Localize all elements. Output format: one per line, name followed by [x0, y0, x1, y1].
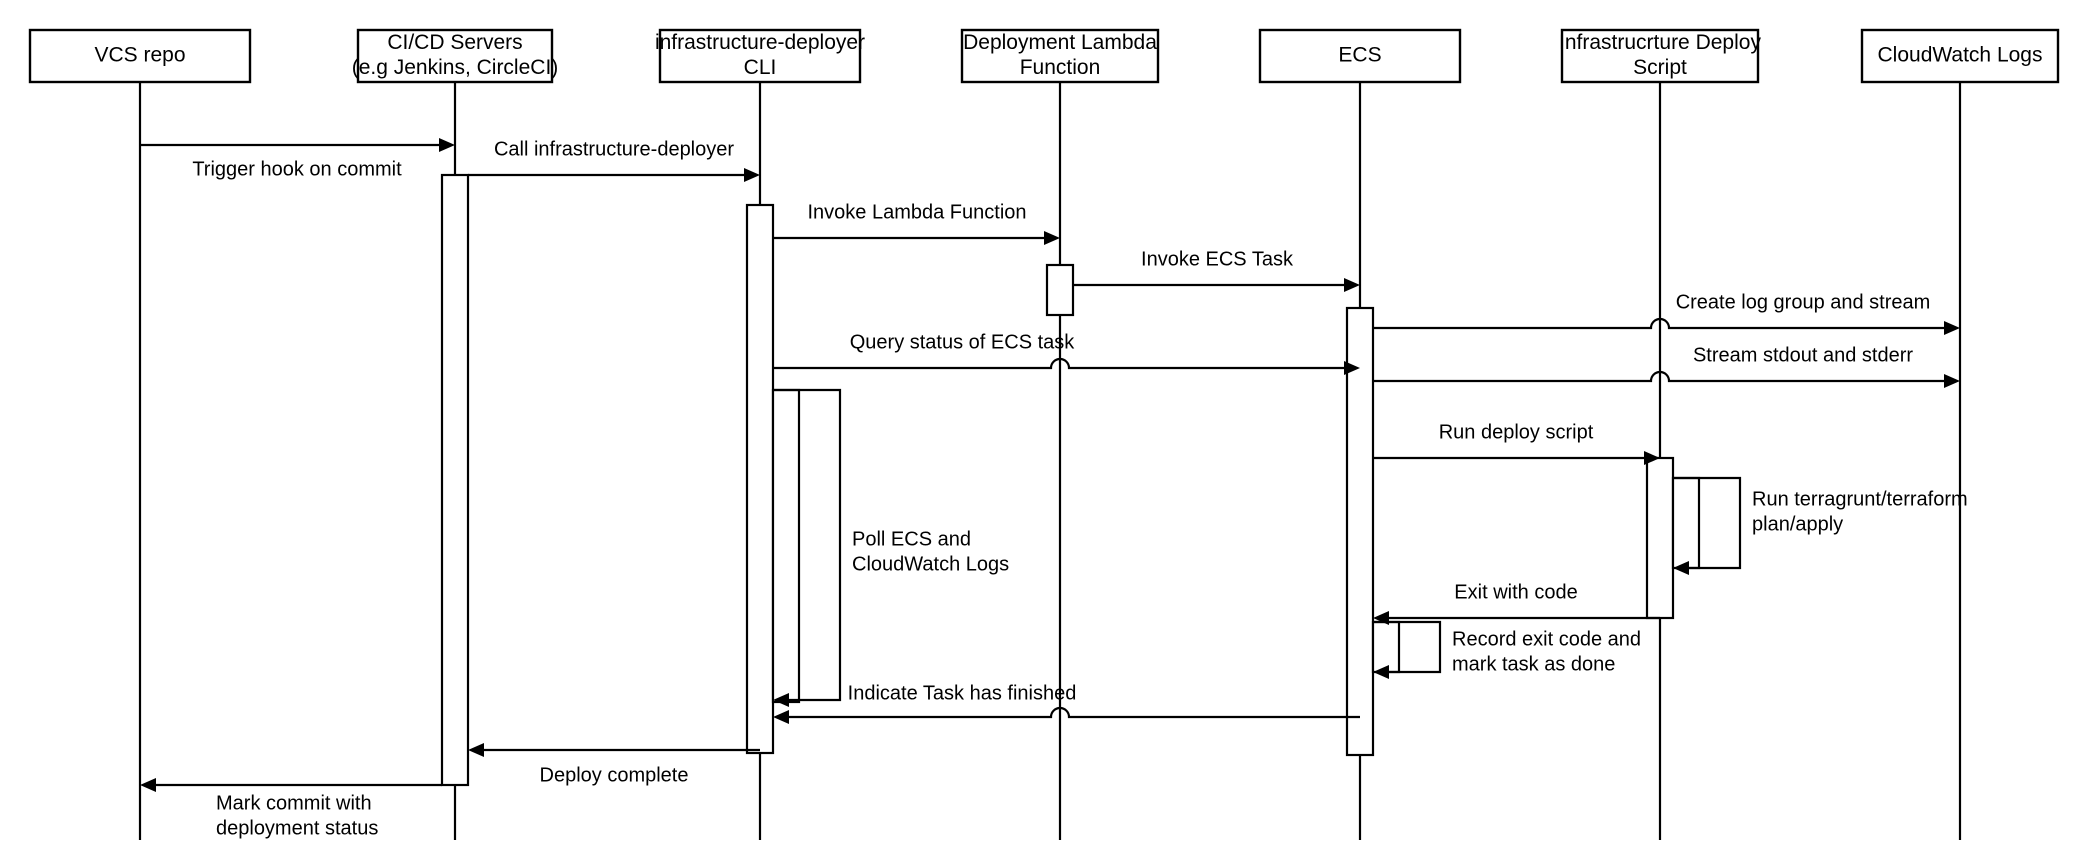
- message-label-m1: Trigger hook on commit: [192, 158, 402, 180]
- message-label-m11: Deploy complete: [540, 764, 689, 786]
- message-arrowhead-m3: [1044, 231, 1060, 245]
- lifelines-layer: [138, 82, 1962, 840]
- participant-label-deploy: Script: [1633, 56, 1687, 79]
- participant-label-cli: infrastructure-deployer: [655, 31, 865, 54]
- participant-label-cicd: CI/CD Servers: [387, 31, 522, 54]
- message-label-m10: Indicate Task has finished: [848, 682, 1077, 704]
- message-label-m5: Create log group and stream: [1676, 291, 1931, 313]
- self-message-line-s1: [773, 388, 842, 702]
- self-message-arrowhead-s3: [1373, 665, 1389, 679]
- activation-bar-act-ecs: [1345, 306, 1375, 757]
- message-label-m3: Invoke Lambda Function: [807, 201, 1026, 223]
- activations-layer: [440, 173, 1701, 787]
- message-label-m12: Mark commit with: [216, 792, 372, 814]
- message-label-m9: Exit with code: [1454, 581, 1577, 603]
- participant-label-logs: CloudWatch Logs: [1878, 44, 2043, 67]
- message-arrowhead-m4: [1344, 278, 1360, 292]
- self-message-label-s2: plan/apply: [1752, 513, 1843, 535]
- self-message-line-s2: [1673, 476, 1742, 570]
- message-line-m10: [787, 706, 1360, 719]
- message-arrowhead-m2: [744, 168, 760, 182]
- message-arrowhead-m10: [773, 710, 789, 724]
- self-message-line-s3: [1373, 620, 1442, 674]
- self-message-label-s2: Run terragrunt/terraform: [1752, 488, 1968, 510]
- message-arrowhead-m8: [1644, 451, 1660, 465]
- self-message-label-s1: Poll ECS and: [852, 528, 971, 550]
- participant-box-lambda[interactable]: [960, 28, 1160, 84]
- self-message-label-s3: mark task as done: [1452, 653, 1615, 675]
- self-message-arrowhead-s2: [1673, 561, 1689, 575]
- activation-bar-act-deploy-run: [1671, 476, 1701, 570]
- participant-box-deploy[interactable]: [1560, 28, 1760, 84]
- message-label-m4: Invoke ECS Task: [1141, 248, 1294, 270]
- message-arrowhead-m12: [140, 778, 156, 792]
- participant-box-cli[interactable]: [658, 28, 862, 84]
- message-arrowhead-m1: [439, 138, 455, 152]
- message-arrowhead-m5: [1944, 321, 1960, 335]
- message-label-m12: deployment status: [216, 817, 378, 839]
- participant-label-vcs: VCS repo: [94, 44, 185, 67]
- activation-bar-act-cli: [745, 203, 775, 755]
- participant-box-ecs[interactable]: [1258, 28, 1462, 84]
- participant-label-lambda: Function: [1020, 56, 1101, 79]
- participant-label-lambda: Deployment Lambda: [963, 31, 1157, 54]
- activation-bar-act-deploy: [1645, 456, 1675, 620]
- message-label-m8: Run deploy script: [1439, 421, 1594, 443]
- participant-label-deploy: Infrastrucrture Deploy: [1559, 31, 1761, 54]
- participant-box-vcs[interactable]: [28, 28, 252, 84]
- participant-label-cli: CLI: [744, 56, 777, 79]
- activation-bar-act-ecs-record: [1371, 620, 1401, 674]
- message-label-m2: Call infrastructure-deployer: [494, 138, 734, 160]
- message-line-m5: [1373, 317, 1946, 330]
- message-line-m6: [773, 357, 1346, 370]
- self-message-arrowhead-s1: [773, 693, 789, 707]
- activation-bar-act-cicd: [440, 173, 470, 787]
- participant-label-cicd: (e.g Jenkins, CircleCI): [352, 56, 559, 79]
- message-arrowhead-m7: [1944, 374, 1960, 388]
- participants-layer: VCS repo CI/CD Servers(e.g Jenkins, Circl…: [28, 28, 2060, 84]
- participant-box-logs[interactable]: [1860, 28, 2060, 84]
- activation-bar-act-cli-poll: [771, 388, 801, 704]
- message-label-m7: Stream stdout and stderr: [1693, 344, 1913, 366]
- message-line-m7: [1373, 370, 1946, 383]
- messages-layer: Trigger hook on commit Call infrastructur…: [140, 138, 1960, 839]
- message-label-m6: Query status of ECS task: [850, 331, 1076, 353]
- self-message-label-s3: Record exit code and: [1452, 628, 1641, 650]
- message-arrowhead-m11: [468, 743, 484, 757]
- participant-label-ecs: ECS: [1338, 44, 1381, 67]
- self-message-label-s1: CloudWatch Logs: [852, 553, 1009, 575]
- participant-box-cicd[interactable]: [356, 28, 554, 84]
- message-arrowhead-m6: [1344, 361, 1360, 375]
- activation-bar-act-lambda: [1045, 263, 1075, 317]
